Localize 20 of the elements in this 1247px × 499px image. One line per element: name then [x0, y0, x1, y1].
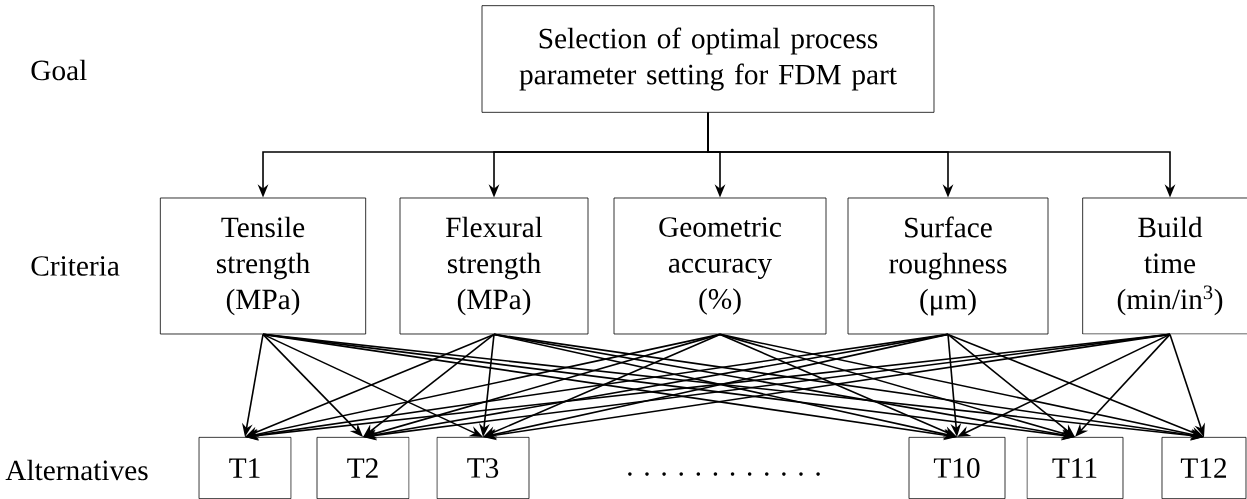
alternative-box: T2	[316, 436, 410, 499]
arrow	[1075, 333, 1171, 437]
criterion-box: Build time (min/in$^{3}$)	[1082, 197, 1247, 335]
alternative-box: T3	[436, 436, 530, 499]
dots: . . . . . . . . . . . .	[628, 472, 820, 476]
level-label: Goal	[31, 59, 87, 81]
criterion-box: Tensile strength (MPa)	[159, 197, 367, 335]
alternative-box: T10	[908, 436, 1006, 499]
arrow	[947, 333, 1075, 437]
criterion-box: Geometric accuracy (%)	[613, 197, 827, 335]
criterion-box: Flexural strength (MPa)	[399, 197, 589, 335]
level-label: Alternatives	[5, 459, 148, 481]
arrow	[262, 333, 363, 437]
alternative-box: T12	[1161, 436, 1247, 499]
criterion-box: Surface roughness (μm)	[847, 197, 1049, 335]
level-label: Criteria	[31, 256, 120, 276]
arrow	[363, 333, 495, 437]
alternative-box: T1	[198, 436, 292, 499]
goal-box: Selection of optimal process parameter setting for FDM part	[481, 5, 935, 113]
alternative-box: T11	[1026, 436, 1124, 499]
